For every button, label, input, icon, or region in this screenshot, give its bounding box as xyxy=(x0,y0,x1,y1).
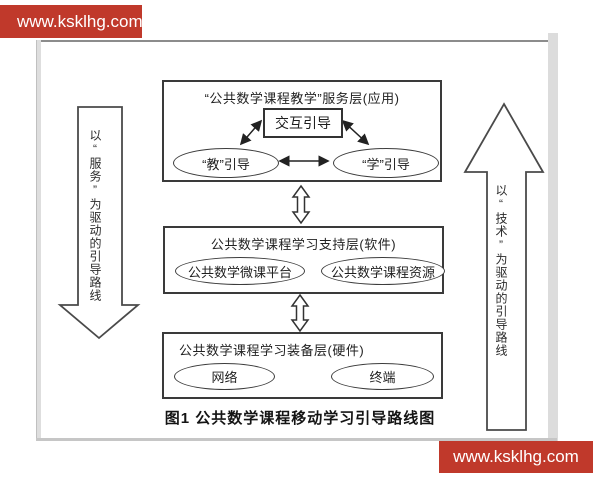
page-border-left xyxy=(36,40,41,440)
support-layer-title: 公共数学课程学习支持层(软件) xyxy=(210,237,397,252)
equipment-layer-title: 公共数学课程学习装备层(硬件) xyxy=(179,343,365,358)
network-ellipse: 网络 xyxy=(174,363,275,390)
support-layer-box: 公共数学课程学习支持层(软件) 公共数学微课平台 公共数学课程资源 xyxy=(163,226,445,294)
watermark-banner-top: www.ksklhg.com xyxy=(0,5,143,38)
interaction-guide-node: 交互引导 xyxy=(263,108,343,138)
right-arrow-label: 以“技术”为驱动的引导路线 xyxy=(494,184,508,357)
equipment-layer-box: 公共数学课程学习装备层(硬件) 网络 终端 xyxy=(162,332,443,399)
watermark-text-bottom: www.ksklhg.com xyxy=(453,447,579,466)
interaction-learn-arrow xyxy=(341,119,370,146)
learn-guide-ellipse: “学”引导 xyxy=(333,148,439,178)
page-border-top xyxy=(37,40,557,42)
teach-guide-ellipse: “教”引导 xyxy=(173,148,279,178)
layer-connector-service-support xyxy=(291,184,311,225)
service-layer-box: “公共数学课程教学”服务层(应用) 交互引导 “教”引导 “学”引导 xyxy=(162,80,442,182)
terminal-ellipse: 终端 xyxy=(331,363,434,390)
service-driven-arrow-down xyxy=(57,106,141,340)
figure-caption: 图1 公共数学课程移动学习引导路线图 xyxy=(164,410,436,427)
interaction-teach-arrow xyxy=(239,119,263,146)
watermark-banner-bottom: www.ksklhg.com xyxy=(439,441,593,473)
page-border-right xyxy=(548,33,558,442)
service-layer-title: “公共数学课程教学”服务层(应用) xyxy=(204,91,400,106)
layer-connector-support-equipment xyxy=(290,293,310,333)
technology-driven-arrow-up xyxy=(463,102,545,431)
left-arrow-label: 以“服务”为驱动的引导路线 xyxy=(88,129,102,302)
course-resources-ellipse: 公共数学课程资源 xyxy=(321,257,445,285)
page-border-bottom xyxy=(36,438,557,441)
watermark-text-top: www.ksklhg.com xyxy=(17,12,143,31)
micro-course-platform-ellipse: 公共数学微课平台 xyxy=(175,257,305,285)
